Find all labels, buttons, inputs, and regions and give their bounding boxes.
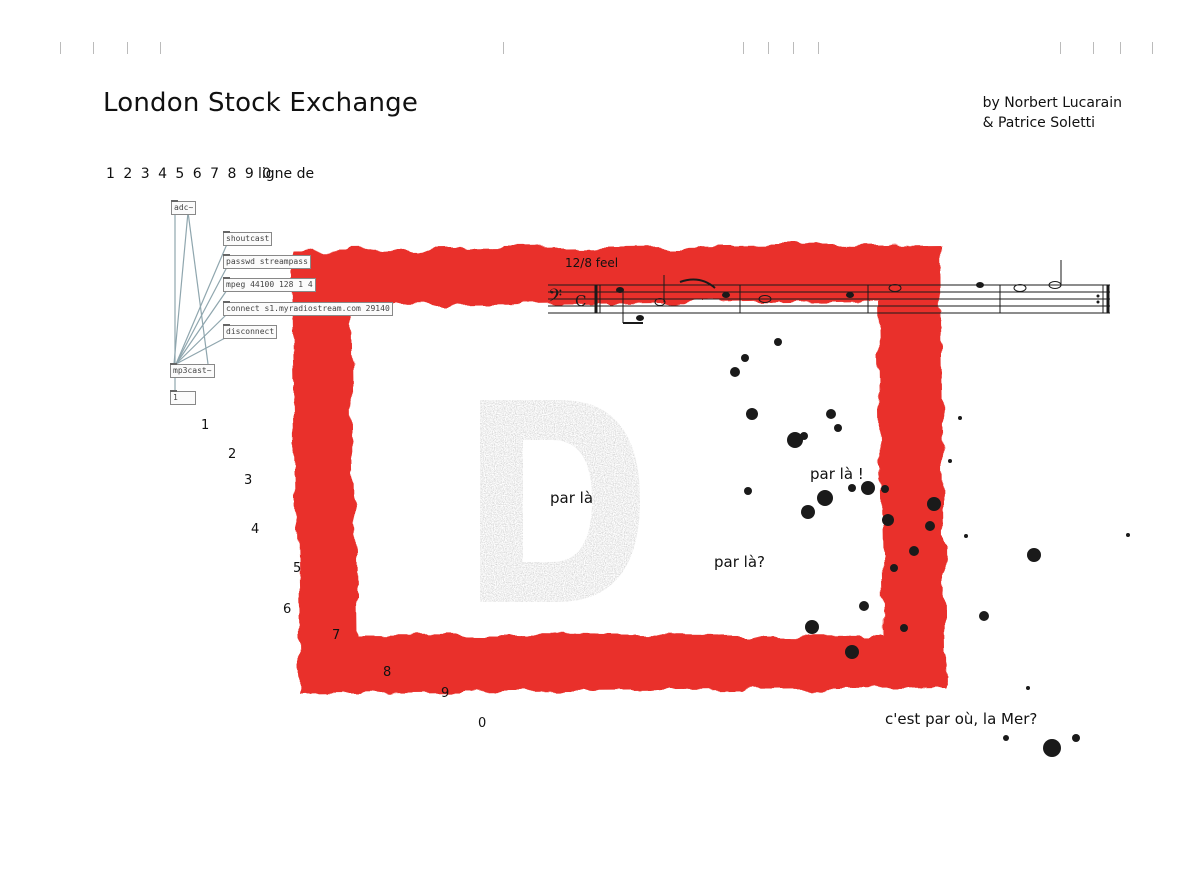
- common-time-icon: C: [575, 292, 586, 310]
- scattered-digit: 2: [228, 447, 237, 462]
- score-feel-label: 12/8 feel: [565, 256, 619, 270]
- scattered-digit: 0: [478, 716, 487, 731]
- author-line-1: by Norbert Lucarain: [982, 95, 1122, 111]
- authors: by Norbert Lucarain & Patrice Soletti: [983, 93, 1122, 133]
- scattered-digit: 5: [293, 561, 302, 576]
- scattered-digit: 1: [201, 418, 210, 433]
- scattered-digit: 3: [244, 473, 253, 488]
- red-painted-frame: [292, 244, 946, 694]
- ligne-label: ligne de: [258, 166, 315, 182]
- scattered-digit: 7: [332, 628, 341, 643]
- phrase-mer: c'est par où, la Mer?: [885, 710, 1038, 728]
- pd-message-shoutcast[interactable]: shoutcast: [223, 231, 273, 246]
- scattered-digit: 6: [283, 602, 292, 617]
- pd-message-connect[interactable]: connect s1.myradiostream.com 29140: [223, 301, 393, 316]
- author-line-2: & Patrice Soletti: [982, 115, 1096, 131]
- phrase-par-la-excl: par là !: [810, 465, 864, 483]
- digits-row: 1 2 3 4 5 6 7 8 9 0: [106, 166, 274, 182]
- page-title: London Stock Exchange: [103, 88, 419, 118]
- stencil-d-letter: [480, 400, 640, 602]
- pd-number-box[interactable]: 1: [170, 390, 196, 405]
- bass-clef-icon: 𝄢: [548, 286, 562, 311]
- pd-message-disconnect[interactable]: disconnect: [223, 324, 278, 339]
- ink-blots: [730, 338, 1130, 757]
- pd-object-adc[interactable]: adc~: [171, 200, 197, 215]
- pd-message-passwd[interactable]: passwd streampass: [223, 254, 311, 269]
- phrase-par-la-question: par là?: [714, 553, 765, 571]
- scattered-digit: 4: [251, 522, 260, 537]
- scattered-digit: 9: [441, 686, 450, 701]
- scattered-digit: 8: [383, 665, 392, 680]
- pd-object-mp3cast[interactable]: mp3cast~: [170, 363, 215, 378]
- pd-message-mpeg[interactable]: mpeg 44100 128 1 4: [223, 277, 316, 292]
- phrase-par-la: par là: [550, 489, 594, 507]
